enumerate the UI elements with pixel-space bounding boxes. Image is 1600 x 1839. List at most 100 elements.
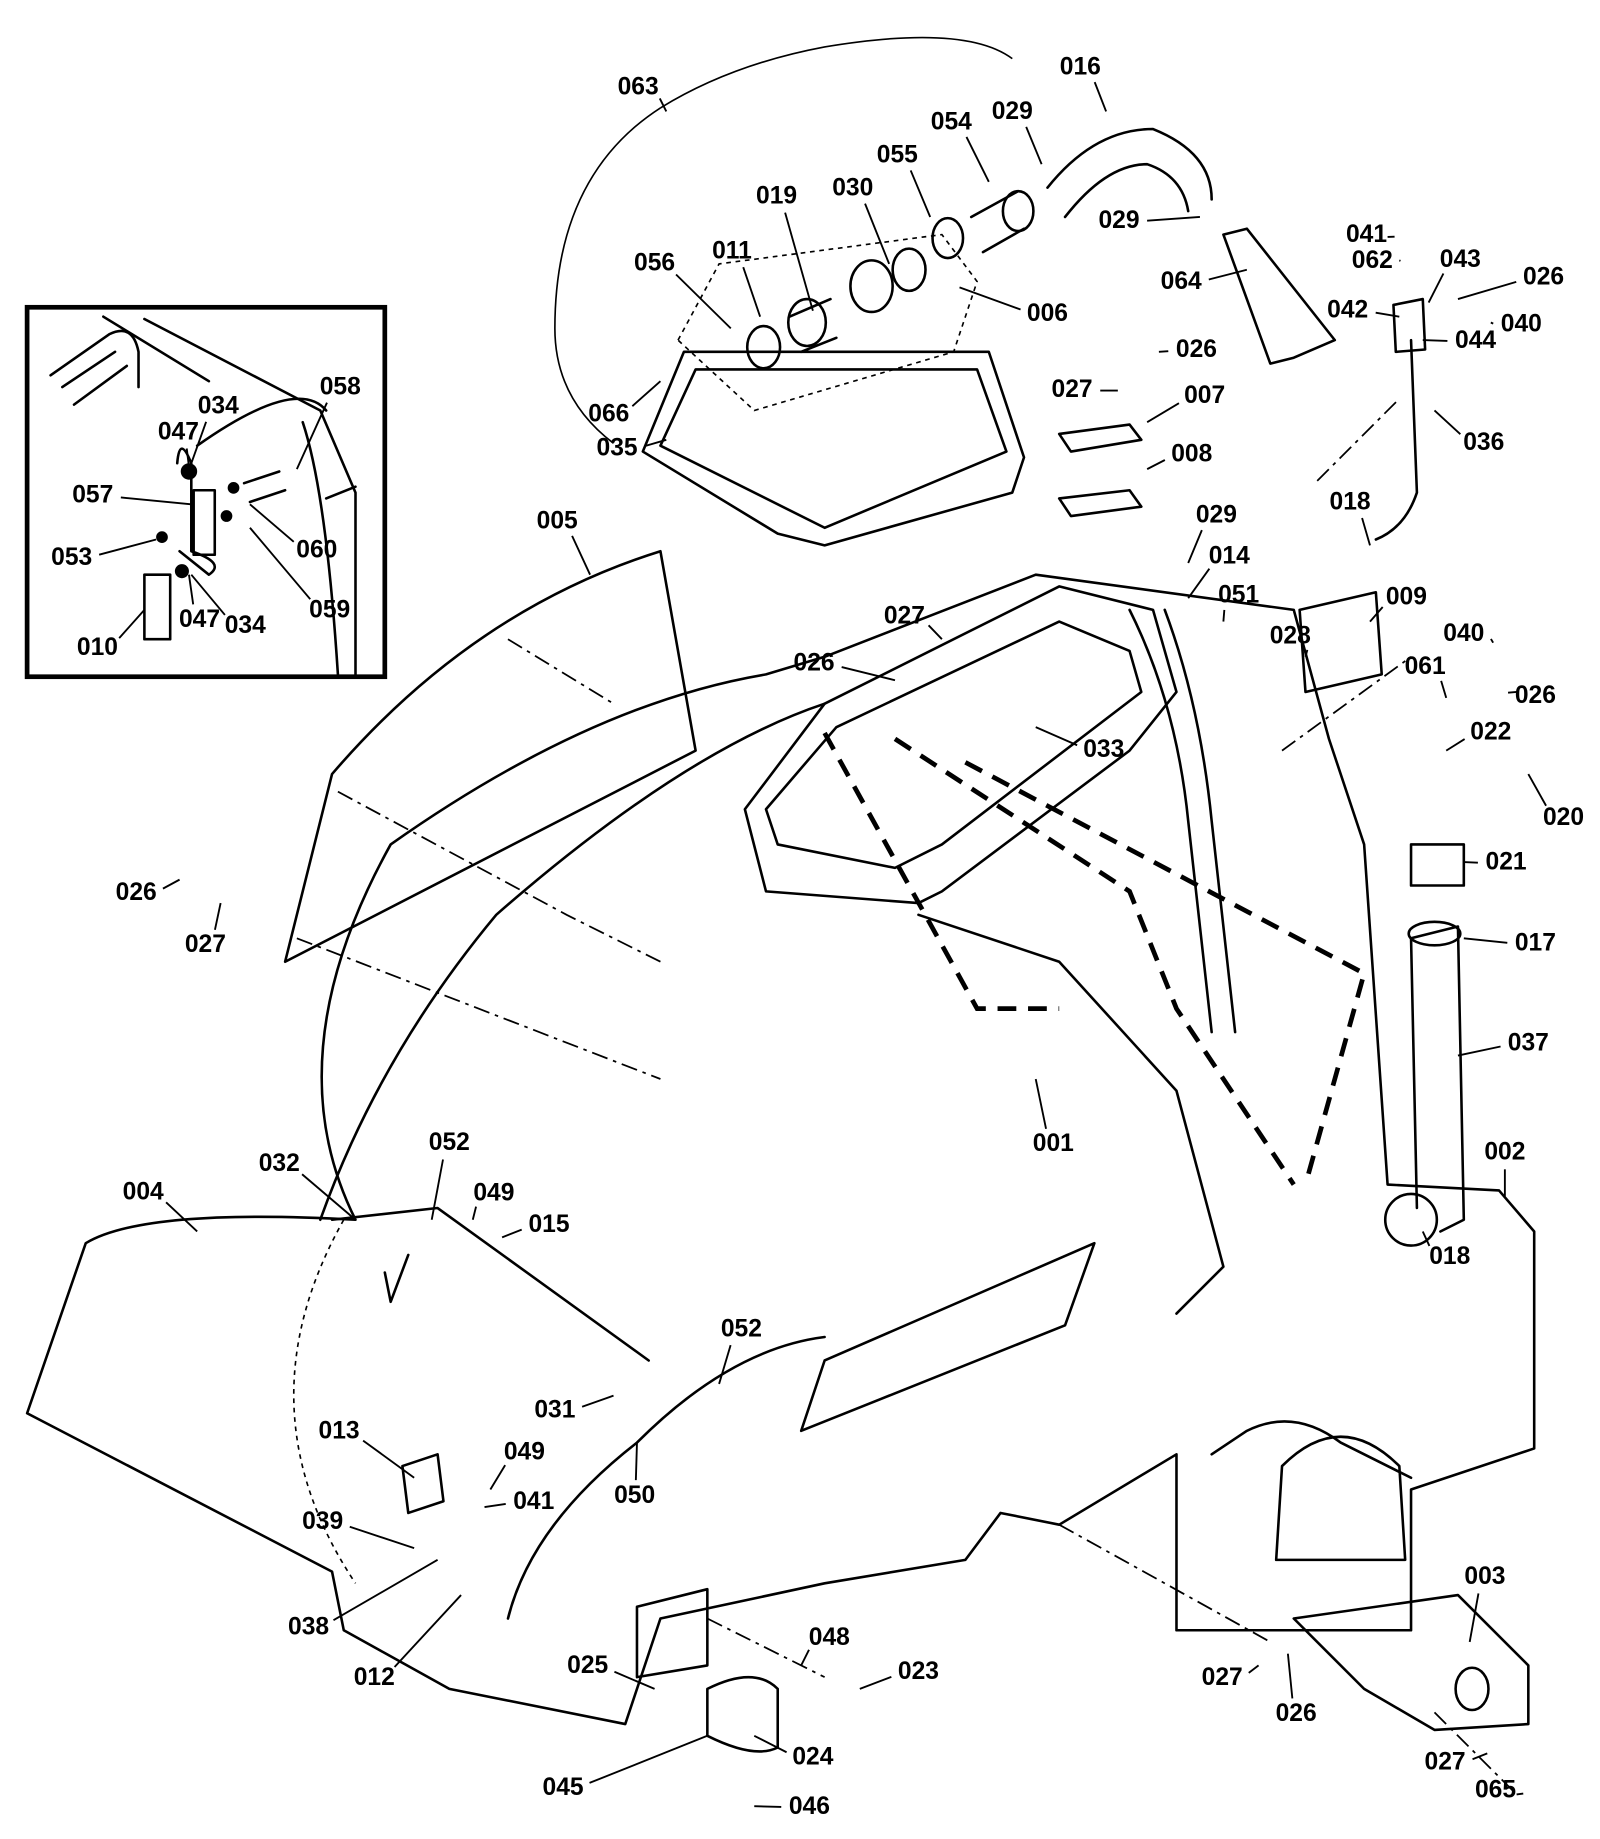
leader-line-057 [120, 496, 192, 506]
leader-line-029 [1025, 126, 1043, 165]
leader-line-029 [1187, 529, 1203, 564]
callout-040: 040 [1443, 620, 1484, 647]
callout-038: 038 [288, 1613, 329, 1640]
callout-027: 027 [185, 931, 226, 958]
callout-022: 022 [1470, 719, 1511, 746]
callout-026: 026 [794, 649, 835, 676]
callout-013: 013 [319, 1418, 360, 1445]
leader-line-026 [162, 878, 181, 890]
leader-line-028 [1304, 649, 1309, 658]
callout-048: 048 [809, 1624, 850, 1651]
leader-line-051 [1222, 609, 1226, 622]
callout-063: 063 [618, 73, 659, 100]
callout-003: 003 [1464, 1563, 1505, 1590]
leader-line-027 [1248, 1664, 1260, 1674]
leader-line-016 [1093, 81, 1107, 112]
callout-062: 062 [1352, 247, 1393, 274]
callout-026: 026 [1515, 682, 1556, 709]
leader-line-032 [301, 1173, 357, 1221]
leader-line-026 [1507, 691, 1517, 694]
callout-039: 039 [302, 1508, 343, 1535]
callout-052: 052 [721, 1315, 762, 1342]
callout-035: 035 [597, 435, 638, 462]
callout-053: 053 [51, 544, 92, 571]
leader-line-055 [909, 170, 932, 218]
callout-021: 021 [1486, 849, 1527, 876]
callout-010: 010 [77, 634, 118, 661]
leader-line-063 [658, 98, 668, 112]
leader-line-036 [1433, 409, 1461, 435]
callout-026: 026 [1523, 263, 1564, 290]
leader-line-011 [742, 266, 762, 317]
callout-034: 034 [198, 392, 239, 419]
callout-002: 002 [1484, 1138, 1525, 1165]
callout-066: 066 [588, 401, 629, 428]
callout-043: 043 [1440, 246, 1481, 273]
leader-line-004 [165, 1201, 198, 1233]
callout-047: 047 [158, 418, 199, 445]
callout-052: 052 [429, 1129, 470, 1156]
leader-line-022 [1445, 738, 1466, 752]
leader-line-034 [190, 574, 226, 616]
leader-line-058 [296, 402, 328, 470]
callout-006: 006 [1027, 300, 1068, 327]
leader-line-007 [1146, 402, 1180, 424]
leader-line-015 [501, 1228, 523, 1239]
callout-019: 019 [756, 183, 797, 210]
callout-026: 026 [1276, 1700, 1317, 1727]
leader-line-054 [965, 136, 990, 183]
leader-line-005 [571, 535, 591, 576]
callout-011: 011 [712, 238, 752, 265]
callout-064: 064 [1161, 268, 1202, 295]
leader-line-066 [631, 380, 662, 407]
callout-041: 041 [1346, 221, 1387, 248]
leader-line-047 [185, 448, 190, 467]
leader-line-024 [753, 1734, 788, 1754]
callout-009: 009 [1386, 584, 1427, 611]
leader-line-040 [1490, 321, 1494, 325]
leader-line-025 [614, 1670, 655, 1690]
callout-030: 030 [832, 174, 873, 201]
leader-line-026 [1286, 1653, 1294, 1699]
callout-042: 042 [1327, 296, 1368, 323]
leader-line-027 [214, 902, 222, 931]
inset-detail [24, 304, 388, 680]
leader-line-052 [430, 1159, 444, 1220]
callout-049: 049 [504, 1439, 545, 1466]
callout-037: 037 [1508, 1029, 1549, 1056]
callout-055: 055 [877, 141, 918, 168]
leader-line-043 [1427, 273, 1445, 304]
leader-line-019 [784, 212, 814, 312]
leader-line-033 [1035, 726, 1078, 747]
leader-line-012 [393, 1594, 462, 1668]
leader-line-023 [859, 1676, 892, 1690]
callout-059: 059 [309, 597, 350, 624]
leader-line-001 [1034, 1078, 1047, 1130]
callout-058: 058 [320, 374, 361, 401]
leader-line-027 [927, 624, 943, 640]
leader-line-026 [841, 666, 896, 682]
machine-body [25, 297, 1536, 1753]
leader-line-008 [1146, 459, 1166, 470]
callout-007: 007 [1184, 382, 1225, 409]
leader-line-030 [864, 203, 891, 265]
callout-029: 029 [1098, 207, 1139, 234]
callout-015: 015 [528, 1211, 569, 1238]
callout-047: 047 [179, 606, 220, 633]
callout-004: 004 [123, 1178, 164, 1205]
callout-027: 027 [884, 602, 925, 629]
callout-027: 027 [1052, 376, 1093, 403]
callout-020: 020 [1543, 804, 1584, 831]
leader-line-018 [1361, 517, 1371, 546]
callout-027: 027 [1425, 1748, 1466, 1775]
leader-line-065 [1516, 1792, 1524, 1796]
leader-line-029 [1147, 216, 1201, 222]
leader-line-040 [1490, 638, 1494, 644]
callout-005: 005 [537, 507, 578, 534]
callout-056: 056 [634, 249, 675, 276]
leader-line-003 [1468, 1593, 1480, 1643]
callout-054: 054 [931, 109, 972, 136]
